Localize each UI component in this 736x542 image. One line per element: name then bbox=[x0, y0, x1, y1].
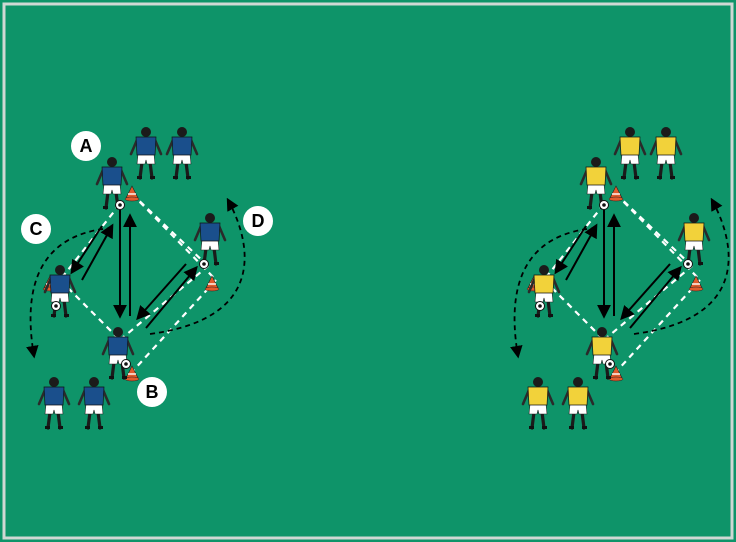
movement-arrows bbox=[26, 197, 730, 359]
training-cone-icon bbox=[608, 185, 624, 202]
training-cone-icon bbox=[688, 275, 704, 292]
pass-arrow-left-4 bbox=[145, 265, 198, 329]
player-shirt bbox=[533, 274, 555, 294]
player-shirt bbox=[171, 136, 193, 156]
player-figure-icon bbox=[579, 155, 613, 211]
run-arrow-left-0 bbox=[26, 227, 113, 359]
players bbox=[37, 125, 711, 431]
label-d-text: D bbox=[252, 211, 265, 231]
pass-arrow-right-4 bbox=[629, 265, 682, 329]
training-cone-icon bbox=[124, 365, 140, 382]
pass-arrow-left-3 bbox=[70, 225, 103, 275]
player-figure-icon bbox=[77, 375, 111, 431]
label-d: D bbox=[243, 206, 273, 236]
player-shirt bbox=[43, 386, 65, 406]
player-shirt bbox=[49, 274, 71, 294]
label-a-text: A bbox=[80, 136, 93, 156]
label-b-text: B bbox=[146, 382, 159, 402]
label-c: C bbox=[21, 214, 51, 244]
pass-line-right-2 bbox=[603, 265, 693, 341]
label-c-text: C bbox=[30, 219, 43, 239]
player-figure-icon bbox=[43, 263, 77, 319]
player-figure-icon bbox=[613, 125, 647, 181]
player-shirt bbox=[527, 386, 549, 406]
pass-line-left-1 bbox=[59, 279, 121, 341]
training-cone-icon bbox=[124, 185, 140, 202]
player-shirt bbox=[107, 336, 129, 356]
soccer-ball-icon bbox=[535, 301, 545, 311]
label-b: B bbox=[137, 377, 167, 407]
player-figure-icon bbox=[193, 211, 227, 267]
ball-patch bbox=[124, 362, 128, 366]
cone-base bbox=[124, 376, 140, 382]
pass-line-right-0 bbox=[543, 203, 605, 281]
ball-patch bbox=[686, 262, 690, 266]
player-shirt bbox=[135, 136, 157, 156]
soccer-ball-icon bbox=[683, 259, 693, 269]
player-shirt bbox=[83, 386, 105, 406]
player-shirt bbox=[683, 222, 705, 242]
player-figure-icon bbox=[677, 211, 711, 267]
training-cone-icon bbox=[204, 275, 220, 292]
pass-arrow-right-3 bbox=[554, 225, 587, 275]
pass-arrow-right-2 bbox=[565, 223, 598, 281]
training-cone-icon bbox=[608, 365, 624, 382]
pass-arrow-right-5 bbox=[620, 263, 671, 321]
cone-base bbox=[608, 376, 624, 382]
soccer-ball-icon bbox=[199, 259, 209, 269]
player-shirt bbox=[585, 166, 607, 186]
pass-arrow-left-5 bbox=[136, 263, 187, 321]
player-figure-icon bbox=[521, 375, 555, 431]
cone-base bbox=[204, 286, 220, 292]
player-shirt bbox=[567, 386, 589, 406]
pass-line-right-5 bbox=[615, 279, 701, 373]
ball-patch bbox=[202, 262, 206, 266]
soccer-ball-icon bbox=[51, 301, 61, 311]
pass-line-left-5 bbox=[131, 279, 217, 373]
player-figure-icon bbox=[527, 263, 561, 319]
balls bbox=[51, 200, 693, 369]
pass-line-left-0 bbox=[59, 203, 121, 281]
player-shirt bbox=[101, 166, 123, 186]
player-shirt bbox=[655, 136, 677, 156]
player-figure-icon bbox=[129, 125, 163, 181]
player-shirt bbox=[591, 336, 613, 356]
run-arrow-right-1 bbox=[633, 197, 730, 335]
player-figure-icon bbox=[37, 375, 71, 431]
ball-patch bbox=[602, 203, 606, 207]
ball-patch bbox=[608, 362, 612, 366]
pass-lines bbox=[59, 193, 701, 373]
player-figure-icon bbox=[95, 155, 129, 211]
player-figure-icon bbox=[101, 325, 135, 381]
player-shirt bbox=[199, 222, 221, 242]
player-figure-icon bbox=[585, 325, 619, 381]
ball-patch bbox=[118, 203, 122, 207]
run-arrow-left-1 bbox=[149, 197, 246, 335]
ball-patch bbox=[54, 304, 58, 308]
pass-line-right-1 bbox=[543, 279, 605, 341]
player-figure-icon bbox=[561, 375, 595, 431]
cone-base bbox=[688, 286, 704, 292]
pass-arrow-left-2 bbox=[81, 223, 114, 281]
soccer-ball-icon bbox=[115, 200, 125, 210]
player-figure-icon bbox=[649, 125, 683, 181]
run-arrow-right-0 bbox=[510, 227, 597, 359]
soccer-ball-icon bbox=[605, 359, 615, 369]
player-shirt bbox=[619, 136, 641, 156]
player-figure-icon bbox=[165, 125, 199, 181]
cone-base bbox=[608, 196, 624, 202]
pass-line-left-2 bbox=[119, 265, 209, 341]
cone-base bbox=[124, 196, 140, 202]
label-a: A bbox=[71, 131, 101, 161]
soccer-ball-icon bbox=[599, 200, 609, 210]
ball-patch bbox=[538, 304, 542, 308]
soccer-ball-icon bbox=[121, 359, 131, 369]
